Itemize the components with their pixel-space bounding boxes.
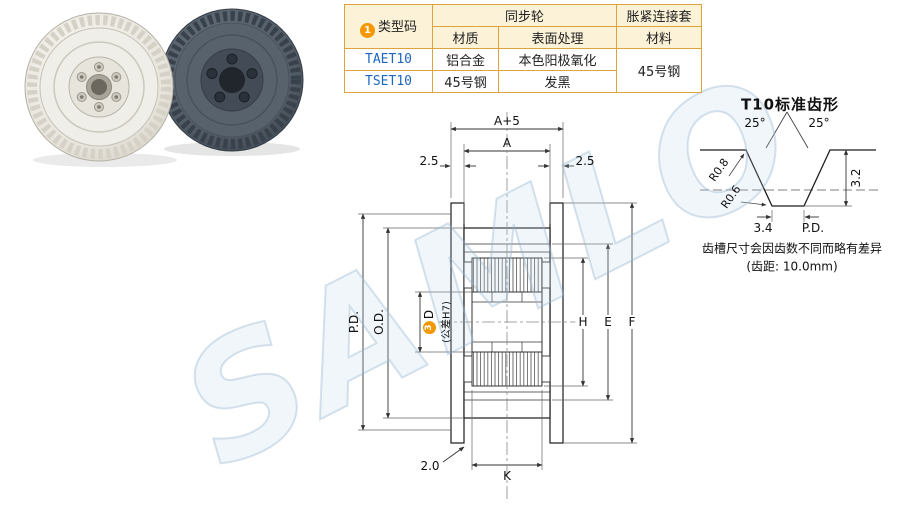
product-photo <box>24 8 304 167</box>
cell-surface-1: 发黑 <box>498 70 617 93</box>
dim-2-5-left: 2.5 <box>419 154 439 168</box>
cell-code-0: TAET10 <box>344 48 433 71</box>
dim-h: H <box>575 315 591 329</box>
dim-3-4: 3.4 <box>753 221 773 235</box>
cell-surface-0: 本色阳极氧化 <box>498 48 617 71</box>
cell-sleeve-material: 45号钢 <box>616 48 702 93</box>
dim-d: 3 D <box>422 309 436 335</box>
header-expansion-sleeve: 胀紧连接套 <box>616 4 702 27</box>
dim-f: F <box>625 315 639 329</box>
dark-pulley <box>160 8 304 152</box>
white-pulley <box>24 12 174 162</box>
header-type-code-label: 类型码 <box>377 19 417 35</box>
table-row: TSET10 45号钢 发黑 <box>344 70 702 93</box>
badge-1-icon: 1 <box>359 22 375 38</box>
header-surface-treatment: 表面处理 <box>498 26 617 49</box>
centerlines <box>438 112 578 502</box>
tooth-profile-drawing <box>700 111 880 222</box>
dim-2-5-right: 2.5 <box>575 154 595 168</box>
angle-25-right: 25° <box>808 116 830 130</box>
dim-d-tolerance: (公差H7) <box>441 301 453 343</box>
pitch-line-label: P.D. <box>801 221 825 235</box>
tooth-note-line2: (齿距: 10.0mm) <box>746 259 838 274</box>
table-row: TAET10 铝合金 本色阳极氧化 45号钢 <box>344 48 702 93</box>
header-sleeve-material: 材料 <box>616 26 702 49</box>
extension-lines <box>358 122 637 470</box>
dim-a: A <box>502 136 512 150</box>
tooth-note-line1: 齿槽尺寸会因齿数不同而略有差异 <box>701 241 883 256</box>
dim-pd: P.D. <box>347 310 361 334</box>
badge-3-icon: 3 <box>422 321 436 335</box>
dim-d-letter: D <box>422 309 436 320</box>
angle-25-left: 25° <box>744 116 766 130</box>
dim-2-0: 2.0 <box>420 459 440 473</box>
tooth-profile-title: T10标准齿形 <box>740 95 840 114</box>
dim-od: O.D. <box>372 309 386 335</box>
cell-material-1: 45号钢 <box>432 70 499 93</box>
header-sync-wheel: 同步轮 <box>432 4 617 27</box>
header-material: 材质 <box>432 26 499 49</box>
cell-code-1: TSET10 <box>344 70 433 93</box>
dim-a-plus-5: A+5 <box>494 114 520 128</box>
dim-k: K <box>503 469 511 483</box>
dim-e: E <box>601 315 615 329</box>
cell-material-0: 铝合金 <box>432 48 499 71</box>
dim-3-2: 3.2 <box>849 168 863 188</box>
